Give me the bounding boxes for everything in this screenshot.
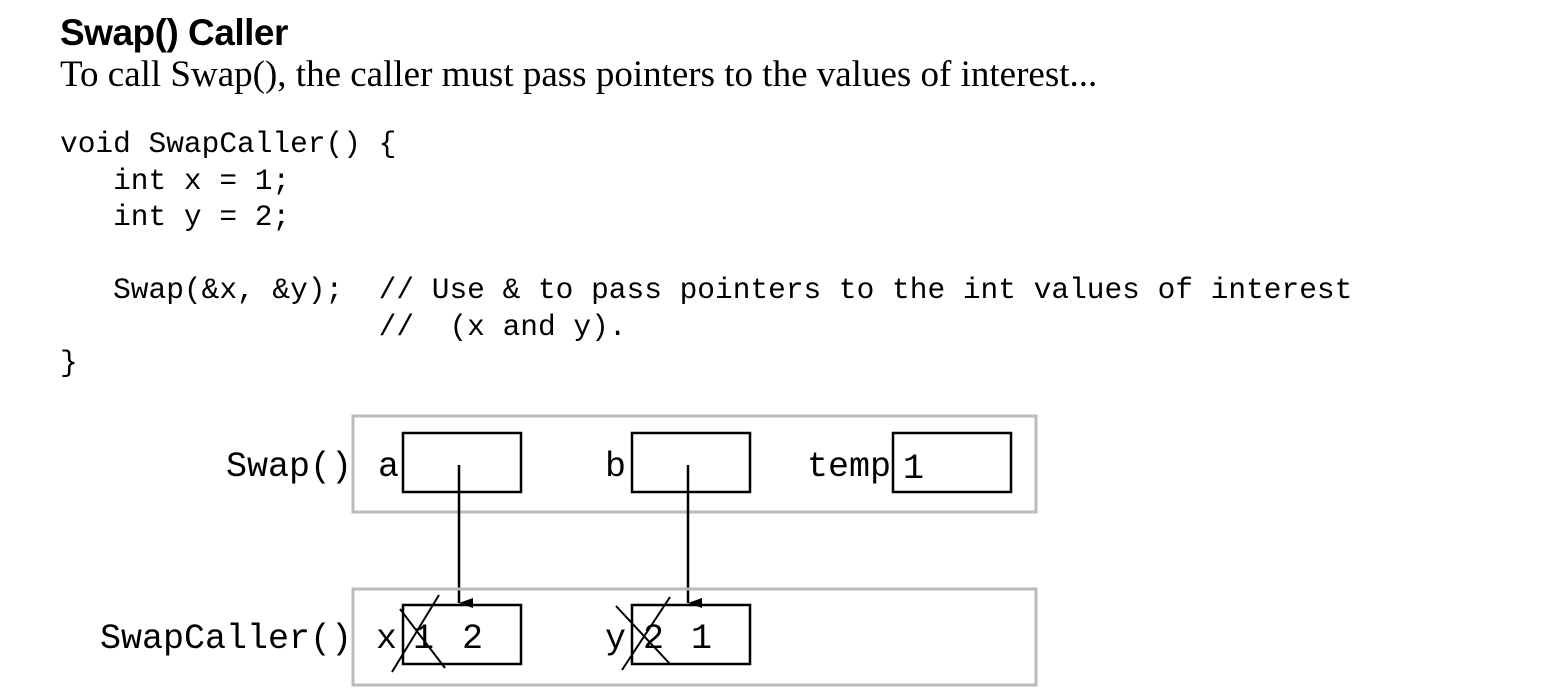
var-x-value: 2 [462, 619, 483, 659]
caller-frame: SwapCaller() x 1 2 y 2 1 [100, 587, 1038, 687]
code-line: int x = 1; [60, 163, 291, 198]
strike-x-old-value [399, 608, 446, 669]
var-a-label: a [378, 447, 399, 487]
caller-frame-border [351, 587, 1038, 687]
code-line: int y = 2; [60, 200, 291, 234]
code-line: } [60, 346, 78, 380]
code-block: void SwapCaller() { int x = 1; int y = 2… [60, 126, 1352, 382]
code-line: // (x and y). [60, 309, 627, 344]
var-a-box [401, 431, 523, 494]
var-y-label: y [605, 619, 626, 659]
strike-y-old-value [615, 605, 671, 665]
var-temp-box [891, 431, 1013, 494]
swap-frame: Swap() a b temp 1 [226, 414, 1038, 514]
var-x-box [401, 603, 523, 666]
var-y-box [630, 603, 752, 666]
intro-text: To call Swap(), the caller must pass poi… [60, 54, 1098, 95]
strike-y-old-value [621, 596, 671, 671]
code-line: void SwapCaller() { [60, 127, 397, 161]
var-b-box [630, 431, 752, 494]
var-y-value: 1 [691, 619, 712, 659]
var-temp-label: temp [807, 447, 891, 487]
strike-x-old-value [391, 594, 440, 673]
swap-frame-label: Swap() [226, 447, 352, 487]
var-b-label: b [605, 447, 626, 487]
var-x-label: x [376, 619, 397, 659]
code-line: Swap(&x, &y); // Use & to pass pointers … [60, 273, 1353, 307]
var-temp-value: 1 [903, 449, 924, 489]
page-title: Swap() Caller [60, 12, 288, 53]
swap-frame-border [351, 414, 1038, 514]
caller-frame-label: SwapCaller() [100, 619, 352, 659]
